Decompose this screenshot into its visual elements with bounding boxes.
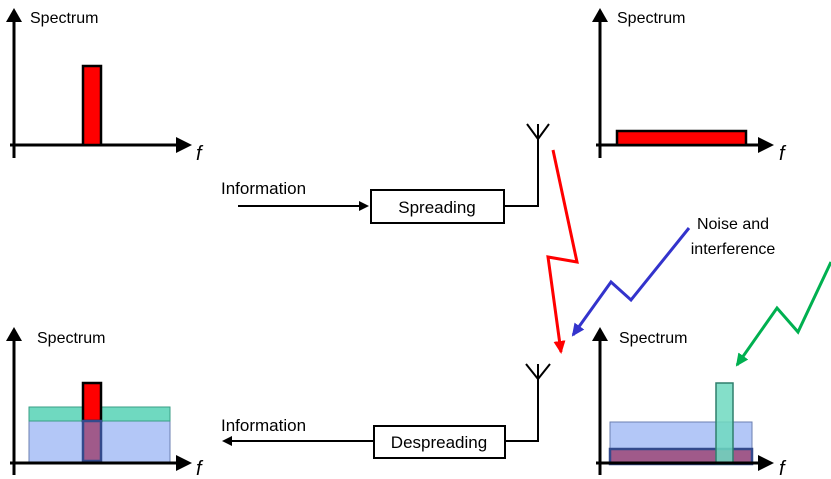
signal-path-arrow: [546, 149, 579, 354]
interference-path-arrow: [735, 261, 831, 367]
tx-narrow-spectrum-panel: Spectrum f: [6, 8, 204, 165]
rx-despread-spectrum-panel: Spectrum f: [6, 327, 204, 479]
spreading-block-label: Spreading: [398, 198, 476, 217]
x-axis-arrowhead: [176, 137, 192, 153]
spectrum-axis-label: Spectrum: [37, 330, 105, 347]
tx-antenna-feed: [504, 138, 539, 207]
noise-annotation-line1: Noise and: [697, 216, 769, 233]
despread-signal-bar-top: [81, 381, 103, 423]
despreading-block-label: Despreading: [391, 433, 487, 452]
frequency-axis-label: f: [779, 143, 787, 165]
receiver-chain: Despreading Information: [221, 363, 551, 459]
transmitter-chain: Information Spreading: [221, 123, 550, 224]
narrowband-signal-bar: [81, 64, 103, 147]
spectrum-axis-label: Spectrum: [617, 10, 685, 27]
y-axis-arrowhead: [6, 8, 22, 22]
frequency-axis-label: f: [196, 143, 204, 165]
noise-annotation-line2: interference: [691, 241, 776, 258]
y-axis-arrowhead: [592, 327, 608, 341]
y-axis-arrowhead: [592, 8, 608, 22]
spectrum-axis-label: Spectrum: [30, 10, 98, 27]
frequency-axis-label: f: [196, 458, 204, 479]
rx-information-label: Information: [221, 416, 306, 435]
x-axis-arrowhead: [176, 455, 192, 471]
rx-antenna-icon: [525, 363, 551, 381]
tx-information-label: Information: [221, 179, 306, 198]
noise-path-arrow: [571, 227, 691, 337]
x-axis-arrowhead: [758, 455, 774, 471]
rx-antenna-feed: [505, 379, 539, 442]
spectrum-axis-label: Spectrum: [619, 330, 687, 347]
y-axis-arrowhead: [6, 327, 22, 341]
x-axis-arrowhead: [758, 137, 774, 153]
tx-spread-spectrum-panel: Spectrum f: [592, 8, 787, 165]
rx-received-spectrum-panel: Spectrum f: [592, 327, 787, 479]
interference-spike: [715, 382, 734, 465]
tx-antenna-icon: [526, 123, 550, 141]
despread-signal-bar-overlap: [81, 419, 103, 463]
frequency-axis-label: f: [779, 458, 787, 479]
spread-signal-bar: [615, 129, 748, 147]
